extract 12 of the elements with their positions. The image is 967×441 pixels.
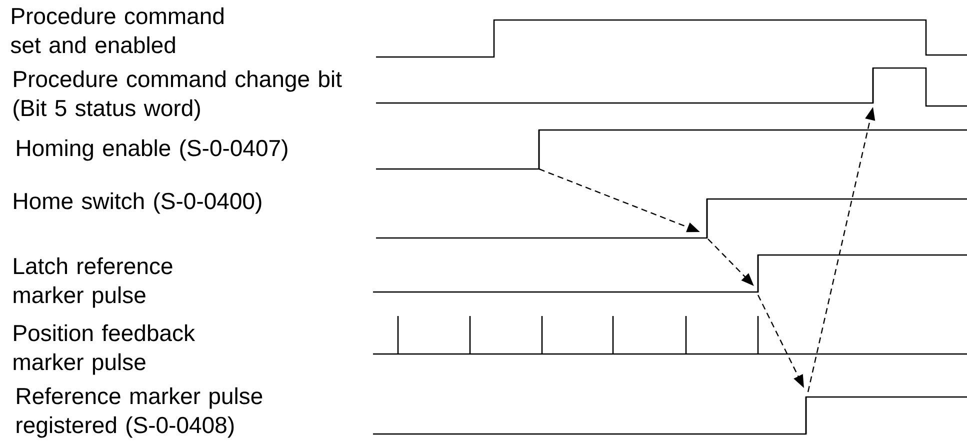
signal-edge xyxy=(757,255,759,292)
signal-edge xyxy=(805,397,807,434)
signal-edge xyxy=(706,199,708,238)
signal-name: Homing enable (S-0-0407) xyxy=(17,139,288,161)
signal-name: Latch reference marker pulse xyxy=(14,257,172,308)
signal-name: Reference marker pulse registered (S-0-0408) xyxy=(16,387,262,438)
signal-edge xyxy=(538,130,540,169)
signal-name: Procedure command change bit (Bit 5 status word) xyxy=(14,70,342,121)
signal-name: Home switch (S-0-0400) xyxy=(14,192,262,214)
signal-name: Procedure command set and enabled xyxy=(10,7,224,54)
signal-name: Position feedback marker pulse xyxy=(14,324,196,375)
signal-edge xyxy=(872,68,874,103)
